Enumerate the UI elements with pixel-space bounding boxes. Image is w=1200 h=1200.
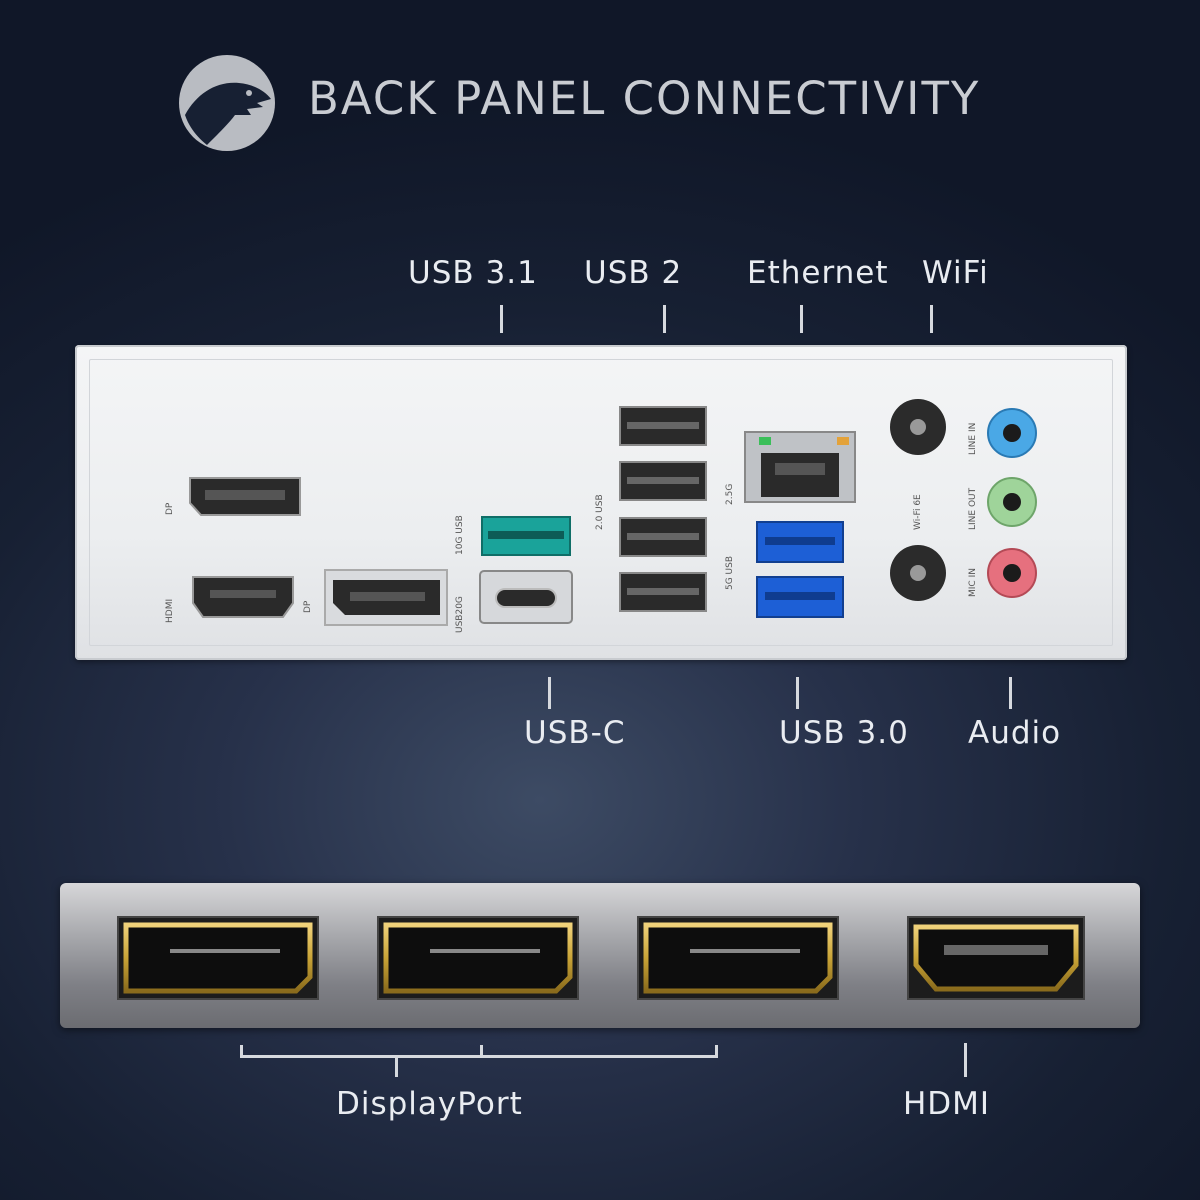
- usb30-port-icon: [756, 521, 844, 563]
- callout-usb31: USB 3.1: [408, 255, 538, 291]
- marking-usb-20g: USB20G: [455, 596, 465, 633]
- callout-ethernet: Ethernet: [747, 255, 889, 291]
- gpu-hdmi-icon: [907, 916, 1085, 1000]
- callout-tick-usb31: [500, 305, 503, 333]
- io-shield-ports: [189, 399, 1037, 626]
- io-shield: DP HDMI DP 10G USB USB20G 2.0 USB 2.5G 5…: [75, 345, 1127, 660]
- callout-tick-usbc: [548, 677, 551, 709]
- usb31-port-icon: [481, 516, 571, 556]
- callout-tick-usb30: [796, 677, 799, 709]
- displayport-port-icon: [324, 569, 448, 626]
- displayport-port-icon: [189, 477, 301, 516]
- displayport-bracket-line: [240, 1055, 718, 1058]
- marking-dp: DP: [165, 502, 175, 515]
- marking-dp-lower: DP: [303, 600, 313, 613]
- marking-usb-10g: 10G USB: [455, 515, 465, 555]
- callout-usb2: USB 2: [584, 255, 683, 291]
- label-hdmi: HDMI: [903, 1086, 991, 1122]
- gpu-displayport-icon: [637, 916, 839, 1000]
- marking-line-in: LINE IN: [968, 422, 978, 455]
- usb2-port-icon: [619, 572, 707, 612]
- label-displayport: DisplayPort: [336, 1086, 523, 1122]
- marking-lan-2-5g: 2.5G: [725, 483, 735, 505]
- callout-tick-wifi: [930, 305, 933, 333]
- audio-mic-in-jack-icon: [987, 548, 1037, 598]
- marking-hdmi: HDMI: [165, 598, 175, 623]
- usb-c-port-icon: [479, 570, 573, 624]
- callout-tick-usb2: [663, 305, 666, 333]
- usb2-port-icon: [619, 461, 707, 501]
- usb30-port-icon: [756, 576, 844, 618]
- hdmi-port-icon: [192, 576, 294, 618]
- gpu-ports: [117, 916, 1085, 1000]
- page-title: BACK PANEL CONNECTIVITY: [308, 72, 981, 125]
- usb2-port-icon: [619, 406, 707, 446]
- hdmi-callout-tick: [964, 1043, 967, 1077]
- marking-wifi: Wi-Fi 6E: [913, 494, 923, 530]
- marking-line-out: LINE OUT: [968, 487, 978, 530]
- dinosaur-head-icon: [179, 55, 275, 151]
- bracket-mid-tick: [480, 1045, 483, 1057]
- bracket-right-tick: [715, 1045, 718, 1057]
- gpu-displayport-icon: [117, 916, 319, 1000]
- gpu-io-bracket: [60, 883, 1140, 1028]
- wifi-antenna-icon: [890, 545, 946, 601]
- callout-tick-ethernet: [800, 305, 803, 333]
- audio-line-out-jack-icon: [987, 477, 1037, 527]
- callout-audio: Audio: [968, 715, 1062, 751]
- callout-wifi: WiFi: [922, 255, 989, 291]
- audio-line-in-jack-icon: [987, 408, 1037, 458]
- usb2-port-icon: [619, 517, 707, 557]
- displayport-callout-tick: [395, 1057, 398, 1077]
- wifi-antenna-icon: [890, 399, 946, 455]
- gpu-displayport-icon: [377, 916, 579, 1000]
- callout-tick-audio: [1009, 677, 1012, 709]
- bracket-left-tick: [240, 1045, 243, 1057]
- ethernet-port-icon: [744, 431, 856, 503]
- marking-usb-5g: 5G USB: [725, 555, 735, 590]
- marking-mic-in: MIC IN: [968, 568, 978, 597]
- callout-usb30: USB 3.0: [779, 715, 909, 751]
- callout-usbc: USB-C: [524, 715, 626, 751]
- marking-usb-2: 2.0 USB: [595, 494, 605, 530]
